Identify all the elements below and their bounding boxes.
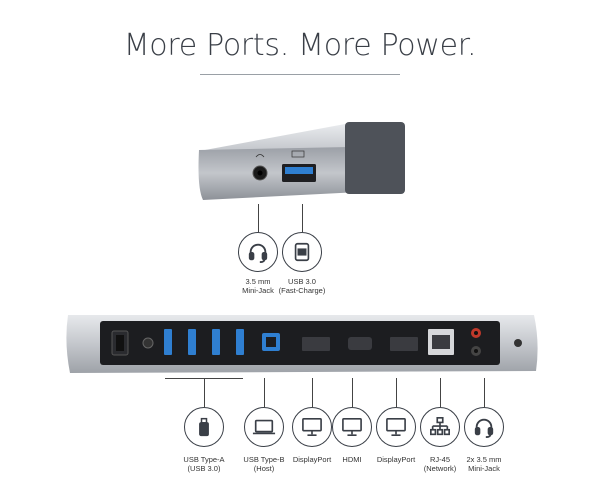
connector-line bbox=[264, 378, 265, 407]
usb-charge-icon bbox=[282, 232, 322, 272]
connector-line bbox=[440, 378, 441, 407]
port-label: USB 3.0(Fast-Charge) bbox=[278, 277, 326, 295]
port-label: RJ-45(Network) bbox=[423, 455, 457, 473]
port-label: DisplayPort bbox=[292, 455, 332, 464]
usb-port-blue bbox=[285, 167, 313, 174]
connector-line bbox=[258, 204, 259, 232]
usb-a-ports bbox=[164, 329, 244, 355]
connector-line bbox=[204, 378, 205, 407]
connector-line bbox=[312, 378, 313, 407]
connector-line bbox=[396, 378, 397, 407]
laptop-icon bbox=[244, 407, 284, 447]
dock-rear-view bbox=[64, 309, 540, 379]
port-label: DisplayPort bbox=[376, 455, 416, 464]
network-icon bbox=[420, 407, 460, 447]
usb-drive-icon bbox=[184, 407, 224, 447]
headset-icon bbox=[238, 232, 278, 272]
port-label: USB Type-A(USB 3.0) bbox=[183, 455, 225, 473]
page-title: More Ports. More Power. bbox=[123, 28, 477, 63]
monitor-icon bbox=[332, 407, 372, 447]
connector-line bbox=[352, 378, 353, 407]
monitor-icon bbox=[376, 407, 416, 447]
headset-icon bbox=[464, 407, 504, 447]
monitor-icon bbox=[292, 407, 332, 447]
port-label: USB Type-B(Host) bbox=[243, 455, 285, 473]
port-label: HDMI bbox=[342, 455, 362, 464]
title-divider bbox=[200, 74, 400, 75]
connector-line bbox=[302, 204, 303, 232]
connector-line bbox=[484, 378, 485, 407]
dock-front-view bbox=[195, 118, 415, 208]
